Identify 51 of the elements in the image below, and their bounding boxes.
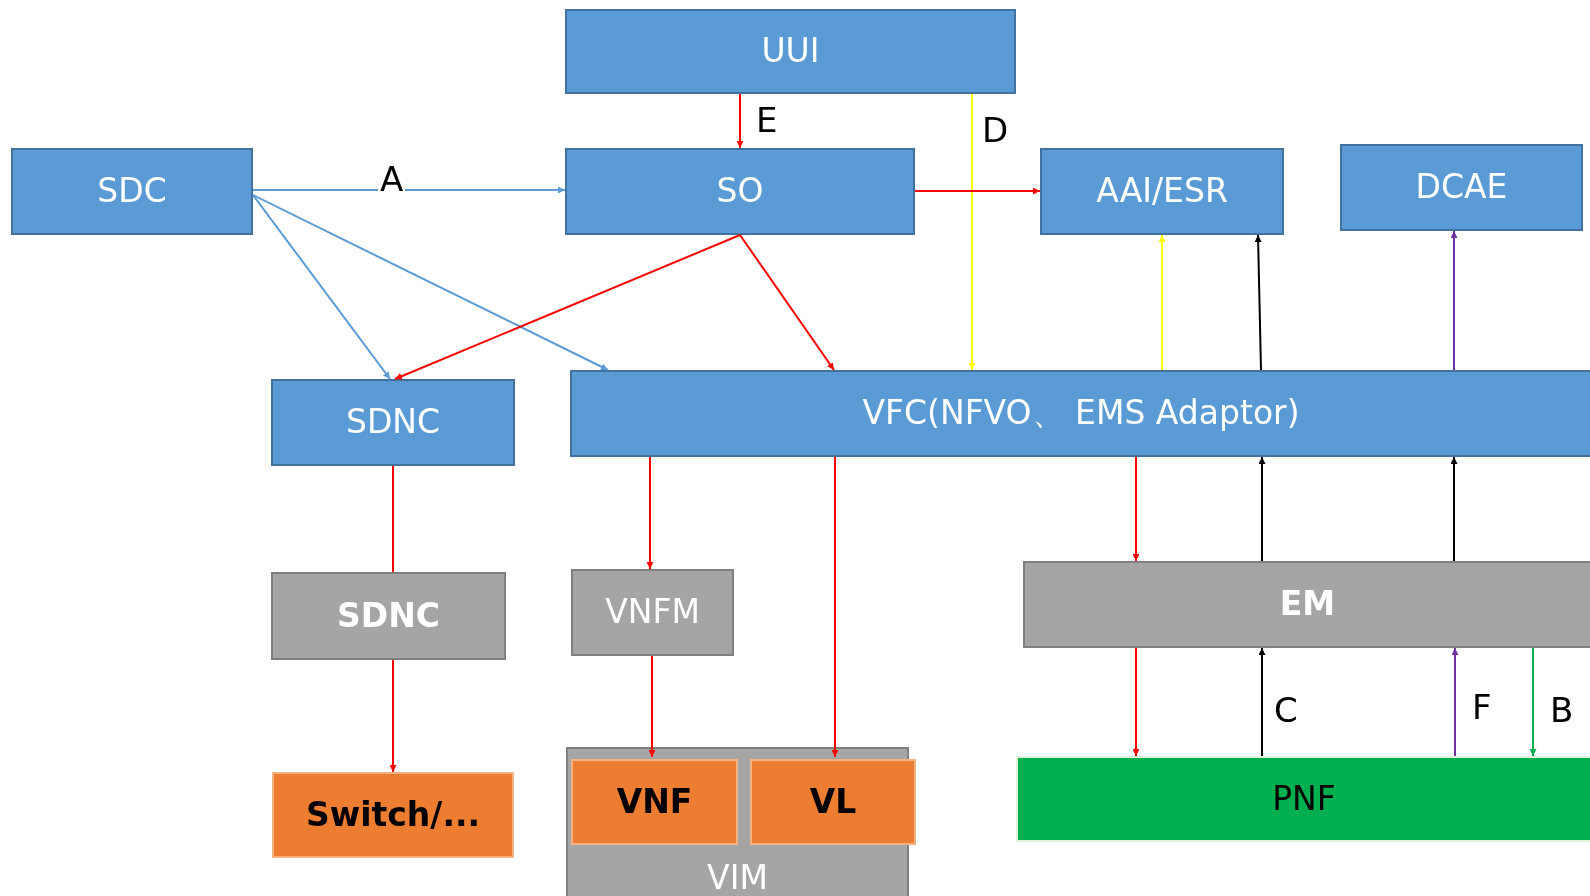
- node-label: SDC: [97, 173, 167, 210]
- node-label: VL: [809, 783, 857, 821]
- process-box: [1340, 144, 1583, 231]
- node-label: AAI/ESR: [1096, 173, 1228, 210]
- process-box: [571, 569, 734, 656]
- process-box: [11, 148, 253, 235]
- arrow: [831, 456, 839, 758]
- process-box: [271, 572, 506, 660]
- process-box: [1023, 561, 1590, 648]
- node-label: PNF: [1272, 780, 1336, 818]
- node-label: SDNC: [337, 597, 440, 635]
- node-label: Switch/...: [305, 796, 481, 834]
- arrow: [1258, 647, 1266, 757]
- arrow: [1132, 456, 1140, 562]
- process-box: [271, 379, 515, 466]
- node-label: DCAE: [1415, 169, 1508, 206]
- node-label: VNF: [616, 783, 693, 821]
- arrow: [389, 659, 397, 773]
- arrow: [394, 234, 741, 380]
- arrow: [1450, 456, 1458, 562]
- arrow: [1451, 647, 1459, 757]
- device-box: [1016, 756, 1590, 842]
- node-label: VNFM: [605, 594, 700, 631]
- process-box: [565, 9, 1016, 94]
- process-box: [565, 148, 915, 235]
- node-label: SDNC: [345, 404, 441, 441]
- arrow: [1450, 230, 1458, 371]
- arrow: [252, 194, 391, 380]
- arrow: [1254, 234, 1262, 371]
- arrow: [736, 93, 744, 149]
- resource-box: [571, 759, 738, 845]
- node-label: UUI: [761, 33, 820, 70]
- arrow: [1258, 456, 1266, 562]
- resource-box: [272, 772, 514, 858]
- arrow: [914, 187, 1041, 195]
- process-box: [1040, 148, 1284, 235]
- node-label: SO: [716, 173, 764, 210]
- node-label: VFC(NFVO、 EMS Adaptor): [862, 395, 1300, 432]
- arrow: [252, 186, 566, 194]
- arrow: [646, 456, 654, 570]
- arrow: [648, 655, 656, 758]
- arrow: [1529, 647, 1537, 757]
- arrow: [252, 194, 609, 371]
- process-box: [570, 370, 1590, 457]
- arrow: [968, 93, 976, 371]
- node-label: VIM: [707, 859, 768, 896]
- arrow: [739, 234, 835, 371]
- arrow: [1132, 647, 1140, 757]
- resource-box: [750, 759, 916, 845]
- node-label: EM: [1279, 586, 1336, 623]
- arrow: [1158, 234, 1166, 371]
